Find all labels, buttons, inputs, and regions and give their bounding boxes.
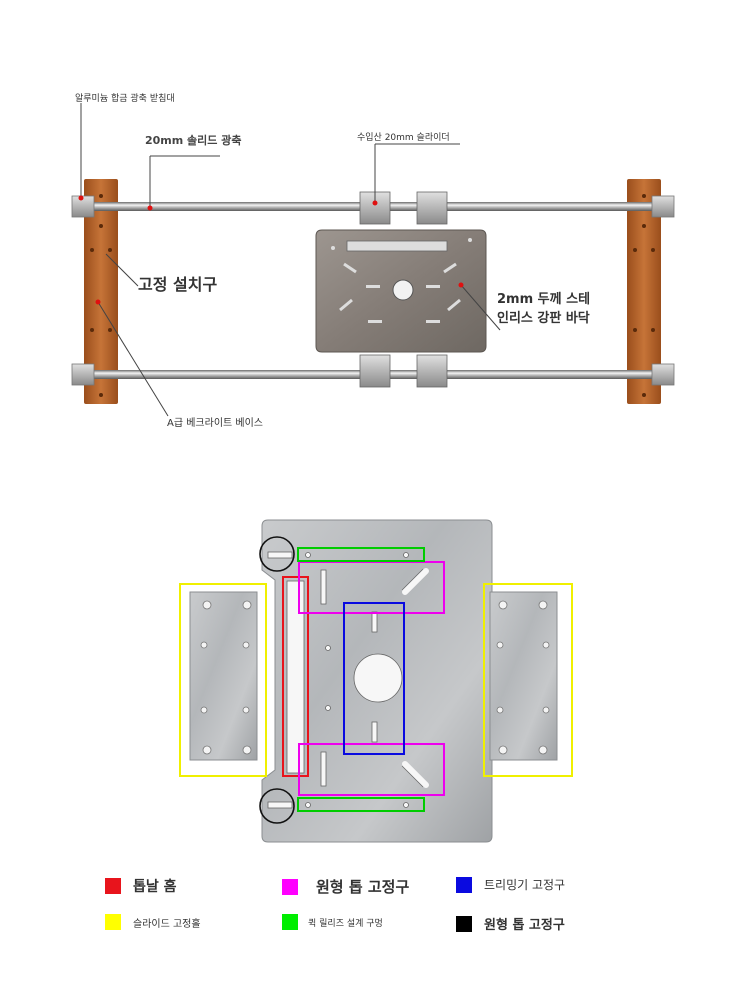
legend-swatch-red xyxy=(105,878,121,894)
bakelite-base-right xyxy=(627,179,661,404)
legend-label: 트리밍기 고정구 xyxy=(484,878,566,892)
angled-slots xyxy=(402,568,429,788)
legend-item-circular-saw-fixture: 원형 톱 고정구 xyxy=(282,876,409,897)
label-slider: 수입산 20mm 슬라이더 xyxy=(357,133,450,143)
side-plate-right xyxy=(489,591,558,761)
label-base: A급 베크라이트 베이스 xyxy=(167,418,263,429)
legend-label: 톱날 홈 xyxy=(133,879,177,895)
side-plate-holes xyxy=(200,600,550,755)
legend-label: 원형 톱 고정구 xyxy=(484,918,565,933)
legend-item-circular-saw-fixture-black: 원형 톱 고정구 xyxy=(456,914,565,933)
legend-swatch-blue xyxy=(456,876,472,893)
shaft-supports xyxy=(71,195,675,386)
legend-item-slide-hole: 슬라이드 고정홀 xyxy=(105,914,201,930)
assembly-diagram xyxy=(0,0,750,480)
callout-dots xyxy=(78,195,464,305)
circular-saw-fixture-circle-top xyxy=(259,536,295,572)
plate-cutouts xyxy=(267,551,409,809)
legend-swatch-magenta xyxy=(282,878,298,895)
legend-item-quick-release: 퀵 릴리즈 설계 구멍 xyxy=(282,914,383,930)
label-shaft: 20mm 솔리드 광축 xyxy=(145,134,242,147)
legend-label: 원형 톱 고정구 xyxy=(316,878,410,896)
blade-groove-box xyxy=(282,576,309,777)
label-fixture: 고정 설치구 xyxy=(138,275,218,294)
circular-saw-fixture-circle-bottom xyxy=(259,788,295,824)
callout-lines xyxy=(80,103,501,417)
quick-release-box-bottom xyxy=(297,797,425,812)
legend-label: 슬라이드 고정홀 xyxy=(133,918,201,930)
plate-diagram xyxy=(0,500,750,860)
bakelite-base-left xyxy=(84,179,118,404)
legend-swatch-black xyxy=(456,915,472,932)
legend-item-trimmer-fixture: 트리밍기 고정구 xyxy=(456,876,565,893)
label-plate-line1: 2mm 두께 스테 xyxy=(497,292,591,307)
slider-blocks xyxy=(359,191,448,388)
quick-release-box-top xyxy=(297,547,425,562)
legend-label: 퀵 릴리즈 설계 구멍 xyxy=(308,918,383,929)
trimmer-fixture-box xyxy=(343,602,405,755)
slide-hole-box-left xyxy=(179,583,267,777)
legend-swatch-green xyxy=(282,914,298,930)
slide-hole-box-right xyxy=(483,583,573,777)
label-support: 알루미늄 합금 광축 받침대 xyxy=(75,94,175,104)
legend-swatch-yellow xyxy=(105,914,121,930)
label-plate-line2: 인리스 강판 바닥 xyxy=(497,311,590,326)
assembly-illustration xyxy=(71,103,675,417)
circular-saw-fixture-box-bottom xyxy=(298,743,445,796)
legend-item-blade-groove: 톱날 홈 xyxy=(105,876,177,896)
steel-plate xyxy=(315,229,487,353)
label-plate: 2mm 두께 스테 인리스 강판 바닥 xyxy=(497,290,590,328)
side-plate-left xyxy=(189,591,258,761)
plate-illustration xyxy=(179,519,573,843)
